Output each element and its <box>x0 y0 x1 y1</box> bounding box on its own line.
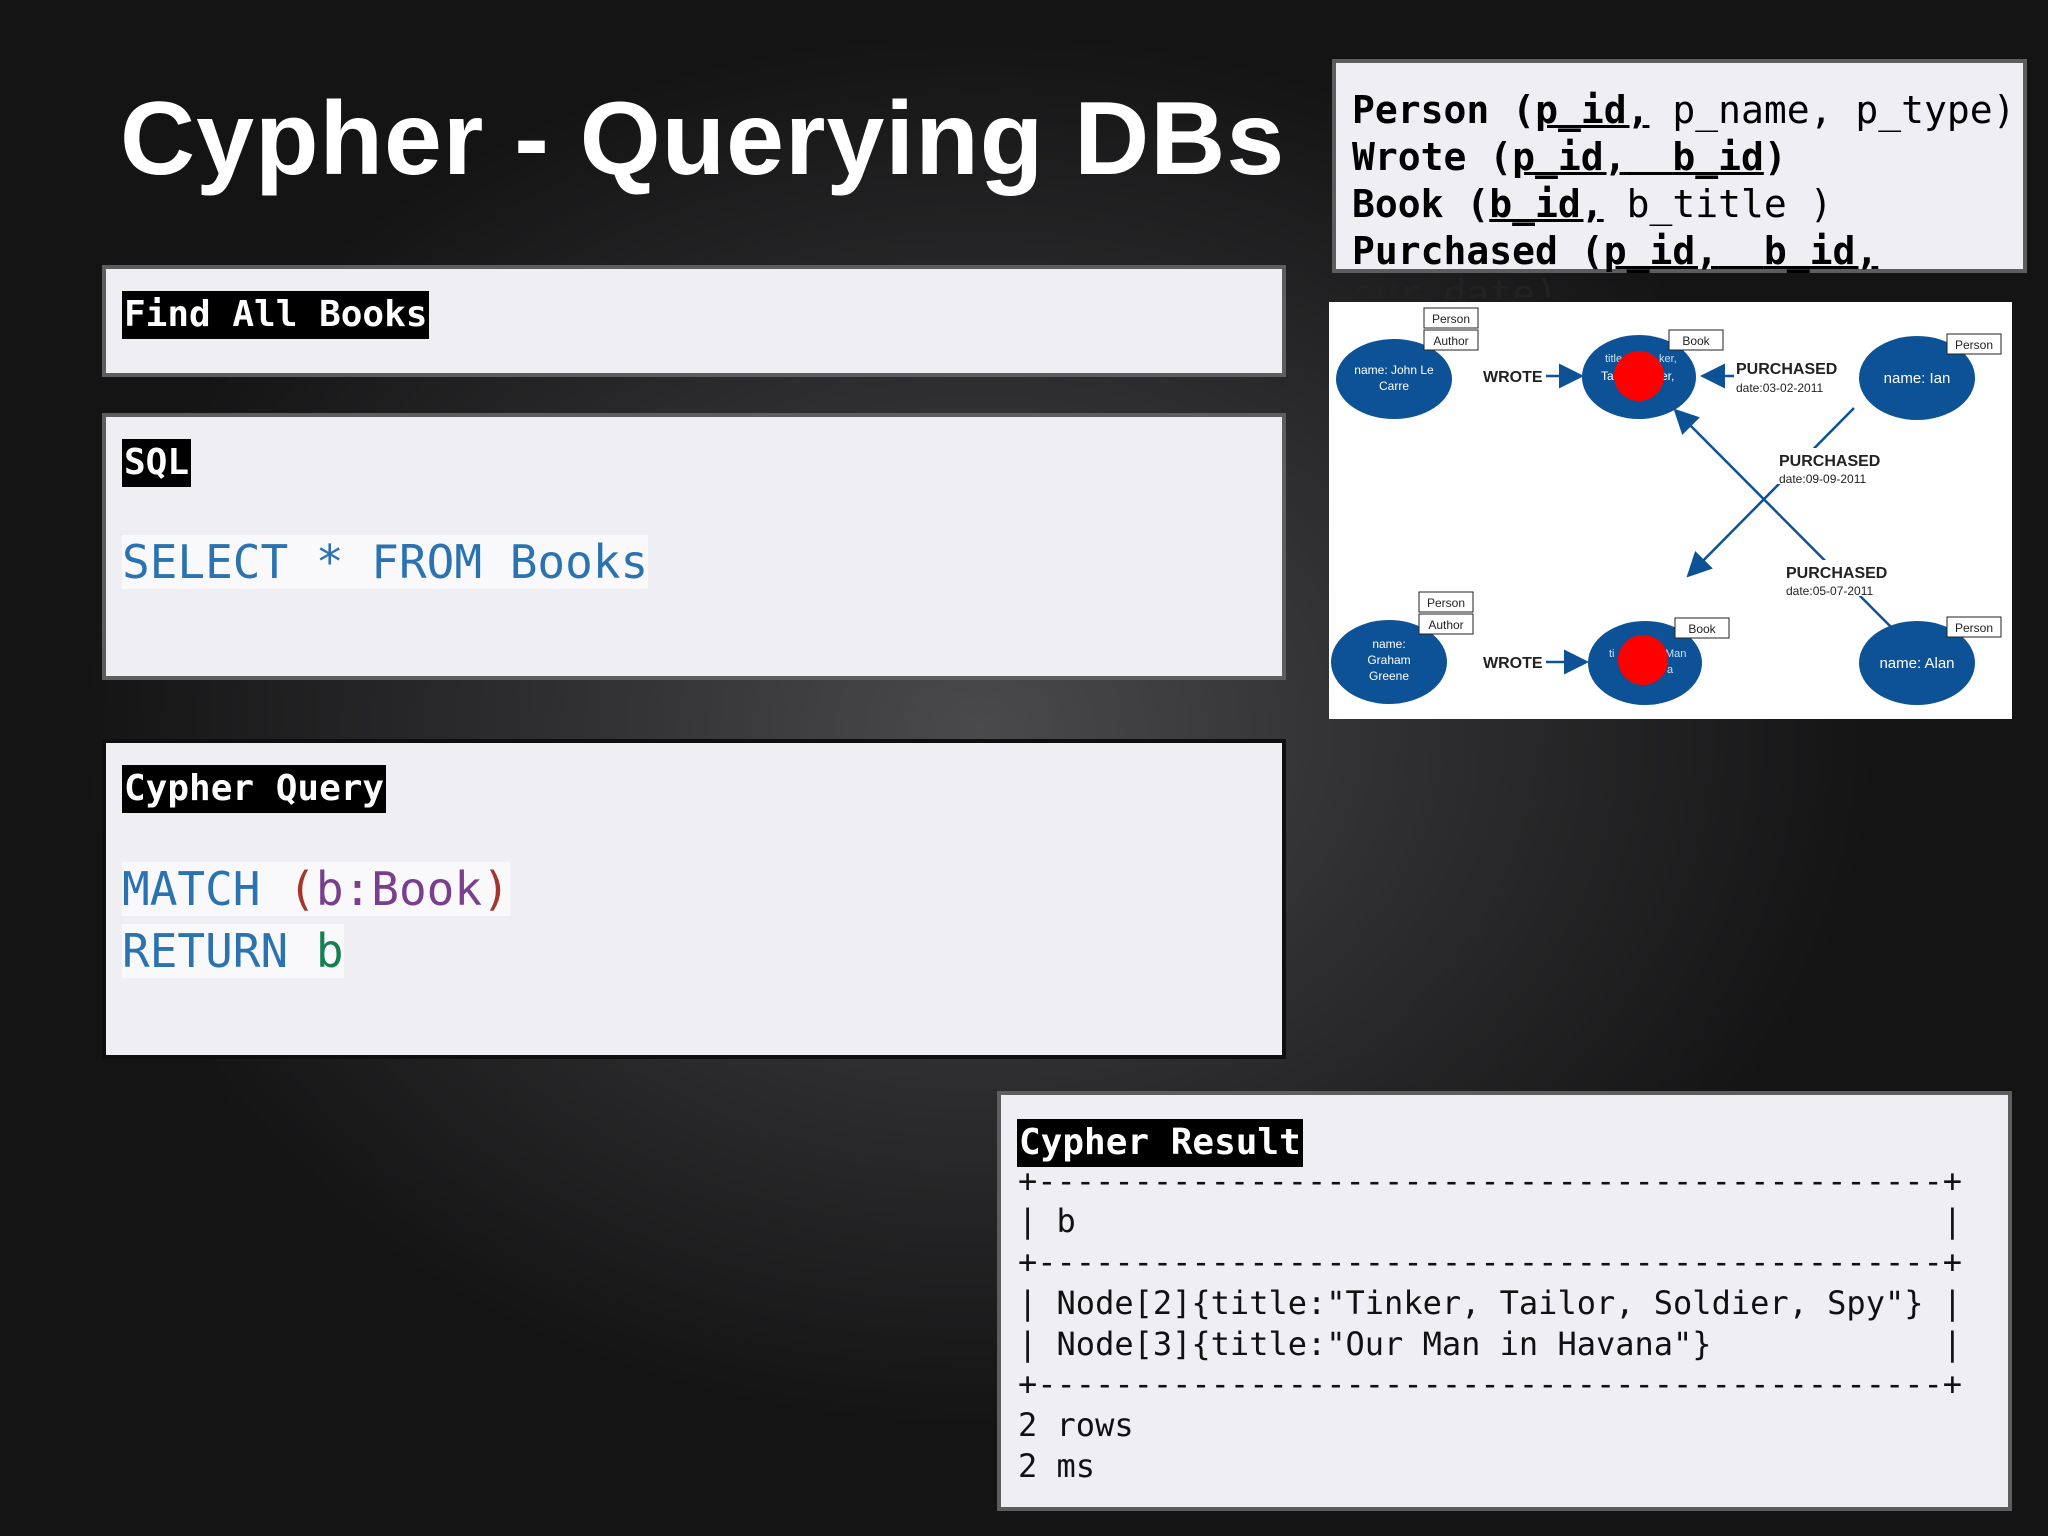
edge-label-purchased-2: PURCHASED <box>1779 453 1880 470</box>
result-row-count: 2 rows <box>1018 1406 1134 1444</box>
schema-line-wrote: Wrote (p_id, b_id) <box>1352 135 1787 179</box>
svg-text:er,: er, <box>1661 369 1674 383</box>
cypher-result-panel: Cypher Result <box>997 1091 2012 1511</box>
find-all-books-tag: Find All Books <box>122 291 430 339</box>
svg-text:name: John Le: name: John Le <box>1354 363 1434 377</box>
redaction-dot-2 <box>1618 635 1668 685</box>
node-book-2: ti Man a Book <box>1588 617 1730 705</box>
node-book-1: title Ta ker, er, Book <box>1582 329 1724 419</box>
edge-wrote-1: WROTE <box>1480 363 1584 389</box>
svg-text:name: Ian: name: Ian <box>1884 370 1951 387</box>
edge-purchased-ian-book1: PURCHASED date:03-02-2011 <box>1700 358 1842 395</box>
svg-text:a: a <box>1667 664 1674 676</box>
svg-text:WROTE: WROTE <box>1483 655 1543 672</box>
svg-text:Author: Author <box>1428 618 1463 632</box>
svg-text:Man: Man <box>1665 648 1686 660</box>
result-time: 2 ms <box>1018 1447 1096 1485</box>
node-john-le-carre: name: John Le Carre Person Author <box>1336 307 1479 419</box>
edge-purchased-ian-book2 <box>1686 407 1855 578</box>
slide-title: Cypher - Querying DBs <box>120 81 1286 197</box>
svg-text:Book: Book <box>1682 334 1710 348</box>
svg-text:Greene: Greene <box>1369 669 1409 683</box>
cypher-line-match: MATCH (b:Book) <box>122 862 510 916</box>
edge-date-2: date:09-09-2011 <box>1779 472 1867 486</box>
result-header-row: | b | <box>1018 1202 1963 1240</box>
svg-text:ti: ti <box>1609 648 1615 660</box>
cypher-query-tag: Cypher Query <box>122 765 387 813</box>
result-border-top: +---------------------------------------… <box>1018 1162 1963 1200</box>
graph-diagram: WROTE PURCHASED date:03-02-2011 PURCHASE… <box>1329 302 2012 719</box>
svg-text:Author: Author <box>1433 334 1468 348</box>
node-graham-greene: name: Graham Greene Person Author <box>1331 591 1474 704</box>
node-alan: name: Alan Person <box>1859 616 2002 705</box>
edge-wrote-2: WROTE <box>1480 649 1589 675</box>
result-row-1: | Node[2]{title:"Tinker, Tailor, Soldier… <box>1018 1284 1963 1322</box>
result-border-mid: +---------------------------------------… <box>1018 1243 1963 1281</box>
schema-line-person: Person (p_id, p_name, p_type) <box>1352 88 2016 132</box>
result-row-2: | Node[3]{title:"Our Man in Havana"} | <box>1018 1325 1963 1363</box>
edge-date-3: date:05-07-2011 <box>1786 584 1874 598</box>
schema-overflow-text: pur_date) <box>1352 272 1558 316</box>
svg-text:WROTE: WROTE <box>1483 369 1543 386</box>
svg-text:name:: name: <box>1372 637 1405 651</box>
svg-text:Ta: Ta <box>1601 369 1614 383</box>
find-all-books-panel: Find All Books <box>102 265 1286 377</box>
schema-line-book: Book (b_id, b_title ) <box>1352 182 1833 226</box>
schema-panel: Person (p_id, p_name, p_type) Wrote (p_i… <box>1332 59 2027 273</box>
svg-text:Person: Person <box>1427 596 1465 610</box>
cypher-query-panel: Cypher Query MATCH (b:Book) RETURN b <box>102 739 1286 1059</box>
result-border-bottom: +---------------------------------------… <box>1018 1365 1963 1403</box>
sql-panel: SQL SELECT * FROM Books <box>102 413 1286 680</box>
cypher-line-return: RETURN b <box>122 924 344 978</box>
svg-text:ker,: ker, <box>1659 353 1677 365</box>
svg-text:Book: Book <box>1688 622 1716 636</box>
redaction-dot-1 <box>1614 351 1664 401</box>
svg-text:name: Alan: name: Alan <box>1879 655 1954 672</box>
svg-text:Person: Person <box>1432 312 1470 326</box>
cypher-result-tag: Cypher Result <box>1017 1119 1303 1167</box>
sql-tag: SQL <box>122 439 192 487</box>
svg-text:date:03-02-2011: date:03-02-2011 <box>1736 381 1824 395</box>
svg-text:title: title <box>1605 353 1622 365</box>
svg-text:Graham: Graham <box>1367 653 1410 667</box>
svg-text:Person: Person <box>1955 621 1993 635</box>
schema-line-purchased: Purchased (p_id, b_id, <box>1352 229 1879 273</box>
svg-text:PURCHASED: PURCHASED <box>1736 361 1837 378</box>
svg-text:Carre: Carre <box>1379 379 1409 393</box>
edge-label-purchased-3: PURCHASED <box>1786 565 1887 582</box>
sql-query: SELECT * FROM Books <box>122 535 649 589</box>
svg-text:Person: Person <box>1955 338 1993 352</box>
node-ian: name: Ian Person <box>1859 333 2002 420</box>
